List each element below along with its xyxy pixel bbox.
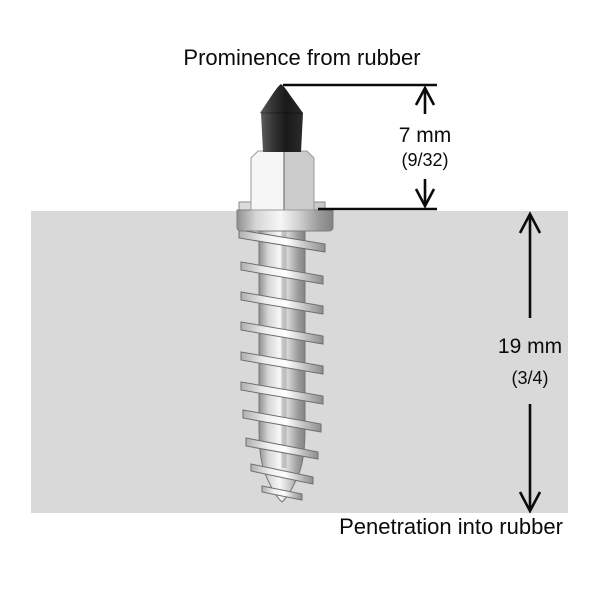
stud-tip-body xyxy=(261,113,303,152)
thread-ridge xyxy=(250,463,314,485)
thread-ridge xyxy=(240,351,324,375)
penetration-dimension: 19 mm (3/4) xyxy=(478,335,582,389)
thread-ridge xyxy=(240,291,324,315)
prominence-imperial-value: (9/32) xyxy=(401,150,449,171)
dim-arrow-7mm-up xyxy=(414,85,436,114)
penetration-imperial-value: (3/4) xyxy=(511,368,549,389)
thread-ridge xyxy=(240,261,324,285)
penetration-metric-value: 19 mm xyxy=(497,335,563,358)
stud-threads xyxy=(238,229,326,501)
stud-tip xyxy=(260,84,303,152)
flange-plate xyxy=(236,209,334,232)
prominence-dimension: 7 mm (9/32) xyxy=(375,124,475,171)
thread-ridge xyxy=(245,437,319,460)
stud-illustration xyxy=(236,84,334,503)
prominence-label: Prominence from rubber xyxy=(183,45,421,70)
thread-ridge xyxy=(240,321,324,345)
prominence-metric-value: 7 mm xyxy=(398,124,452,147)
dimension-linework xyxy=(283,83,542,514)
hex-facet-left xyxy=(250,150,285,211)
thread-ridge xyxy=(261,485,303,501)
thread-ridge xyxy=(240,381,324,405)
thread-ridge xyxy=(238,229,326,253)
penetration-label: Penetration into rubber xyxy=(339,514,563,539)
dim-arrow-7mm-down xyxy=(414,179,436,209)
thread-ridge xyxy=(242,409,322,433)
stud-tip-cone xyxy=(260,84,303,113)
dim-arrow-19mm-up xyxy=(518,211,542,318)
stud-hex-body xyxy=(250,150,315,211)
hex-facet-right xyxy=(283,150,315,211)
dim-arrow-19mm-down xyxy=(518,404,542,514)
